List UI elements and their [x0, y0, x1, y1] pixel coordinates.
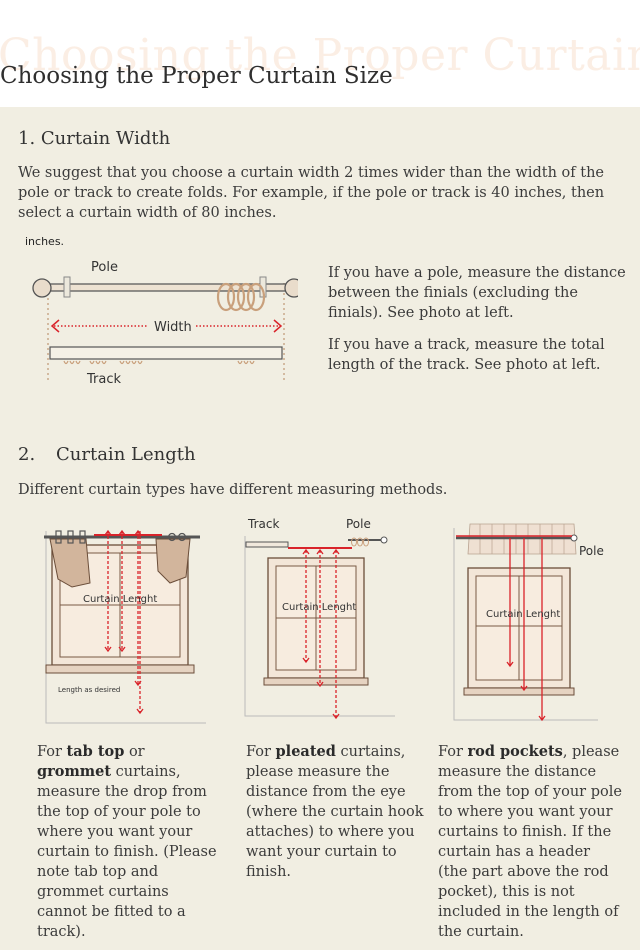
rod-pocket-instructions: For rod pockets, please measure the dist…	[438, 743, 622, 940]
left-finial	[32, 278, 52, 298]
track-rail	[49, 346, 283, 360]
track-rail	[245, 541, 289, 548]
length-arrows	[302, 548, 340, 720]
pole-measure-note: If you have a pole, measure the distance…	[328, 265, 626, 321]
page-title-watermark: Choosing the Proper Curtain Size	[0, 30, 640, 81]
rod-pole-label: Pole	[579, 544, 604, 558]
curtain-rings	[216, 282, 266, 312]
curtain-length-label: Curtain Lenght	[282, 602, 356, 613]
section-title-text: Curtain Length	[56, 444, 196, 465]
tab-top-term: tab top	[66, 743, 125, 760]
page-title: Choosing the Proper Curtain Size	[0, 63, 393, 89]
grommet-term: grommet	[37, 763, 112, 780]
length-arrows	[506, 538, 546, 722]
width-arrow	[50, 319, 283, 333]
section-number: 2.	[18, 444, 36, 465]
pleated-term: pleated	[275, 743, 336, 760]
section-curtain-width-text: We suggest that you choose a curtain wid…	[18, 165, 605, 221]
track-hooks	[63, 360, 255, 365]
pleated-diagram: Track Pole Curtain Lenght	[244, 517, 395, 720]
rod-pocket-diagram: Pole Curtain Lenght	[453, 523, 604, 722]
length-desired-label: Length as desired	[58, 686, 120, 694]
section-curtain-length-intro: Different curtain types have different m…	[18, 482, 448, 498]
page-header: Choosing the Proper Curtain Size Choosin…	[0, 0, 640, 107]
inches-note: inches.	[25, 235, 65, 248]
length-arrows	[104, 529, 144, 715]
section-curtain-width-title: 1. Curtain Width	[18, 128, 171, 149]
rod-pockets-term: rod pockets	[467, 743, 563, 760]
tab-top-instructions: For tab top or grommet curtains, measure…	[37, 743, 217, 940]
curtain-length-label: Curtain Lenght	[486, 609, 560, 620]
pleated-pole-label: Pole	[346, 517, 371, 531]
tab-top-diagram: Curtain Lenght Length as desired	[44, 529, 206, 724]
track-label: Track	[86, 372, 121, 387]
pole-label: Pole	[91, 260, 118, 275]
pleated-track-label: Track	[247, 517, 279, 531]
pleated-instructions: For pleated curtains, please measure the…	[246, 743, 424, 880]
curtain-length-label: Curtain Lenght	[83, 594, 157, 605]
width-diagram: Pole Width Track	[32, 260, 298, 387]
section-curtain-length-title: 2. Curtain Length	[18, 444, 196, 465]
track-measure-note: If you have a track, measure the total l…	[328, 337, 605, 373]
right-finial	[284, 278, 298, 298]
width-label: Width	[154, 320, 192, 335]
